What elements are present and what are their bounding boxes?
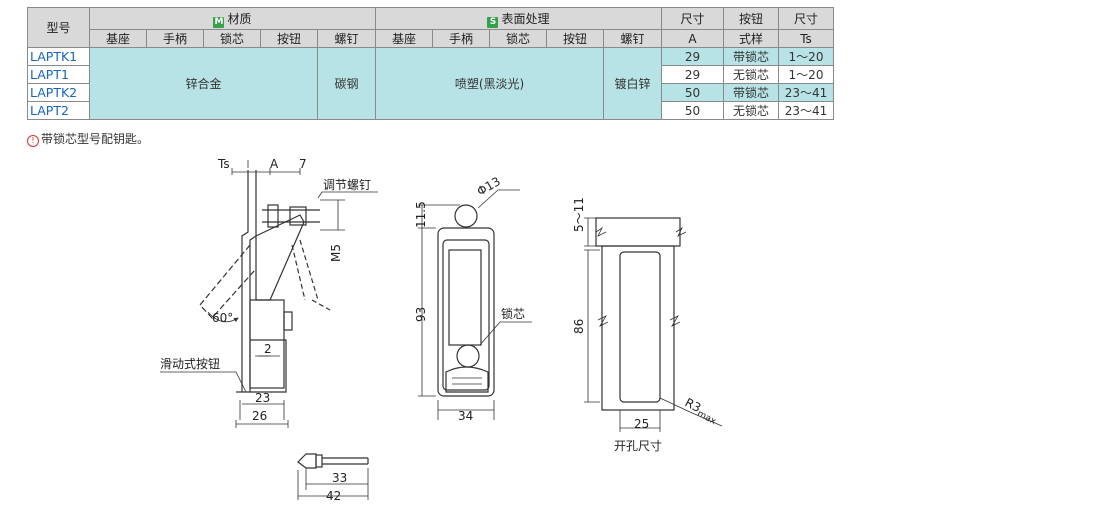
label-lock-core: 锁芯: [501, 306, 525, 321]
side-knob: [283, 311, 293, 331]
front-inner: [442, 239, 490, 391]
side-phantom-screw: [291, 239, 331, 311]
side-handle: [255, 214, 305, 301]
dim-a: A: [270, 157, 279, 171]
side-view: [160, 160, 378, 428]
surface-badge-icon: S: [487, 16, 499, 28]
cutout-view: [584, 217, 723, 432]
material-badge-icon: M: [213, 16, 225, 28]
header-material-base: 基座: [89, 29, 147, 48]
table-row: LAPT2 50 无锁芯 23～41: [27, 101, 834, 120]
front-window: [448, 249, 482, 346]
model-cell: LAPTK1: [27, 47, 90, 66]
warning-icon: !: [27, 135, 39, 147]
side-phantom-handle: [199, 244, 256, 319]
button-style-cell: 无锁芯: [723, 101, 779, 120]
dim-angle: 60°: [212, 311, 233, 325]
dim-93: 93: [414, 307, 428, 322]
header-button-style-sub: 式样: [723, 29, 779, 48]
dim-5-11: 5～11: [572, 197, 586, 232]
dim-34: 34: [458, 409, 473, 423]
header-size-a-sub: A: [661, 29, 724, 48]
button-style-cell: 无锁芯: [723, 65, 779, 84]
key-view: [297, 453, 369, 500]
dim-r3: R3max: [681, 395, 721, 427]
header-surface-base: 基座: [375, 29, 433, 48]
size-ts-cell: 1～20: [778, 47, 834, 66]
header-size-a: 尺寸: [661, 7, 724, 30]
table-row: LAPTK1 锌合金 碳钢 喷塑(黑淡光) 镀白锌 29 带锁芯 1～20: [27, 47, 834, 120]
header-size-ts: 尺寸: [778, 7, 834, 30]
model-cell: LAPT2: [27, 101, 90, 120]
dim-2: 2: [264, 342, 272, 356]
table-row: LAPTK2 50 带锁芯 23～41: [27, 83, 834, 102]
key-collar: [315, 454, 323, 468]
note: !带锁芯型号配钥匙。: [27, 130, 149, 147]
dim-phi13: Φ13: [475, 174, 503, 198]
header-model: 型号: [27, 7, 90, 48]
screw-head: [289, 206, 307, 226]
front-knob: [454, 204, 478, 228]
header-surface-screw: 螺钉: [603, 29, 662, 48]
dim-25: 25: [634, 417, 649, 431]
size-a-cell: 29: [661, 65, 724, 84]
dim-ts: Ts: [217, 157, 230, 171]
surface-main-cell: 喷塑(黑淡光): [375, 47, 604, 120]
cutout-hole: [619, 251, 661, 403]
surface-screw-cell: 镀白锌: [603, 47, 662, 120]
label-slide-button: 滑动式按钮: [160, 356, 220, 371]
dim-m5: M5: [329, 244, 343, 262]
size-ts-cell: 23～41: [778, 83, 834, 102]
table-row: LAPT1 29 无锁芯 1～20: [27, 65, 834, 84]
side-plate: [241, 170, 257, 393]
size-a-cell: 29: [661, 47, 724, 66]
dim-11-5: 11.5: [414, 201, 428, 228]
cutout-frame: [601, 245, 675, 411]
dim-7: 7: [299, 157, 307, 171]
lock-core-circle: [456, 344, 480, 368]
dim-26: 26: [252, 409, 267, 423]
note-text: 带锁芯型号配钥匙。: [41, 132, 150, 146]
front-bottom: [445, 366, 489, 393]
dim-33: 33: [332, 471, 347, 485]
front-view: [418, 189, 532, 420]
size-ts-cell: 23～41: [778, 101, 834, 120]
size-ts-cell: 1～20: [778, 65, 834, 84]
key-shaft: [322, 457, 369, 465]
dim-86: 86: [572, 319, 586, 334]
model-cell: LAPTK2: [27, 83, 90, 102]
cutout-top-panel: [595, 217, 681, 247]
label-cutout: 开孔尺寸: [614, 439, 662, 453]
front-outer: [437, 227, 495, 397]
screw-nut: [267, 204, 279, 228]
header-button-style: 按钮: [723, 7, 779, 30]
header-material-button: 按钮: [260, 29, 318, 48]
key-head: [297, 453, 317, 469]
header-surface-handle: 手柄: [432, 29, 490, 48]
header-material-screw: 螺钉: [317, 29, 376, 48]
dim-23: 23: [255, 391, 270, 405]
material-main-cell: 锌合金: [89, 47, 318, 120]
material-screw-cell: 碳钢: [317, 47, 376, 120]
dim-42: 42: [326, 489, 341, 503]
adjust-screw: [262, 209, 320, 223]
label-adjust-screw: 调节螺钉: [323, 178, 371, 192]
header-material-lock: 锁芯: [203, 29, 261, 48]
